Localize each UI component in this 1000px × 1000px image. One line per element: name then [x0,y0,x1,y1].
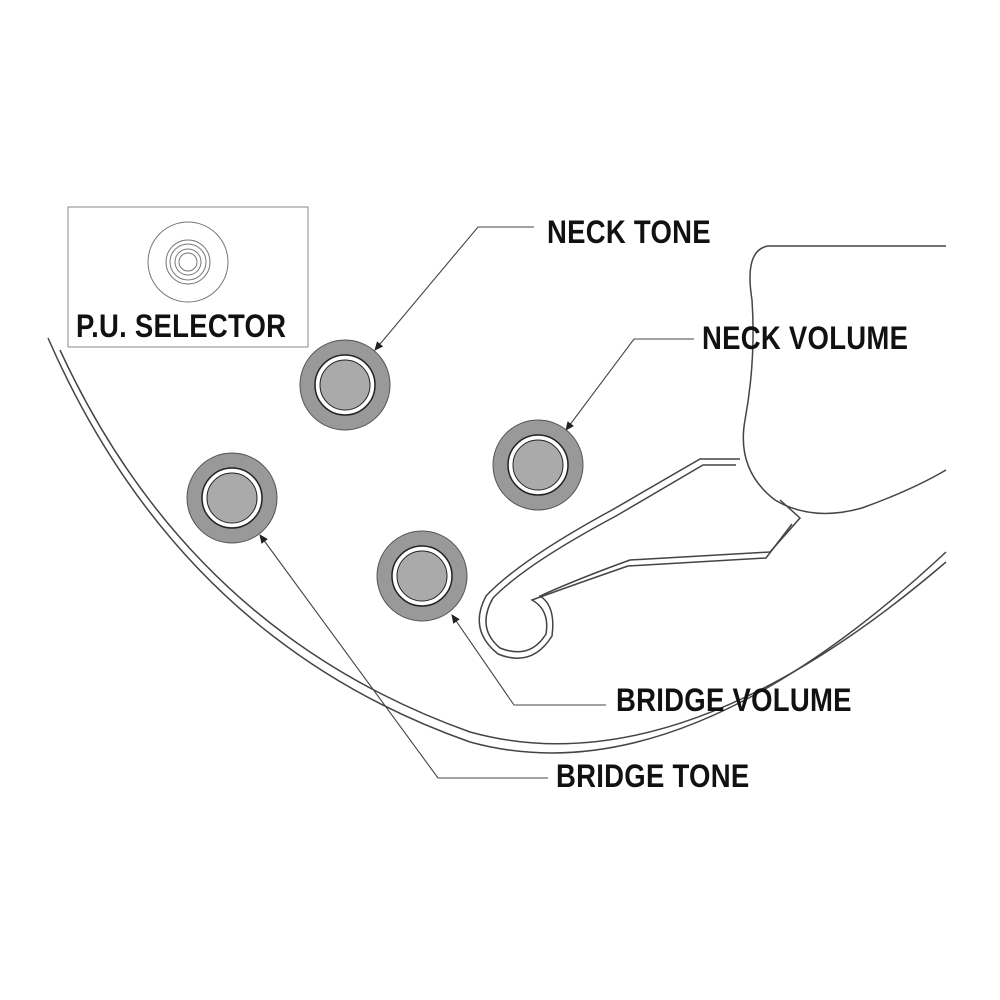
leader-bridge-volume [451,614,606,706]
neck-outline [742,245,947,515]
pu-selector-switch-icon [147,221,229,303]
bridge-volume-knob[interactable] [376,530,468,622]
leader-neck-tone [374,226,534,351]
neck-volume-knob[interactable] [492,419,584,511]
body-edge [47,337,947,754]
neck-volume-label: NECK VOLUME [702,320,909,356]
pu-selector-box [67,206,309,348]
bridge-tone-label: BRIDGE TONE [556,758,750,794]
bridge-volume-label: BRIDGE VOLUME [616,682,852,718]
neck-tone-label: NECK TONE [547,214,711,250]
pu-selector-label: P.U. SELECTOR [76,308,287,344]
f-hole-outline [478,458,802,659]
neck-tone-knob[interactable] [299,339,391,431]
leader-bridge-tone [259,534,548,779]
leader-neck-volume [565,338,694,431]
bridge-tone-knob[interactable] [186,452,278,544]
